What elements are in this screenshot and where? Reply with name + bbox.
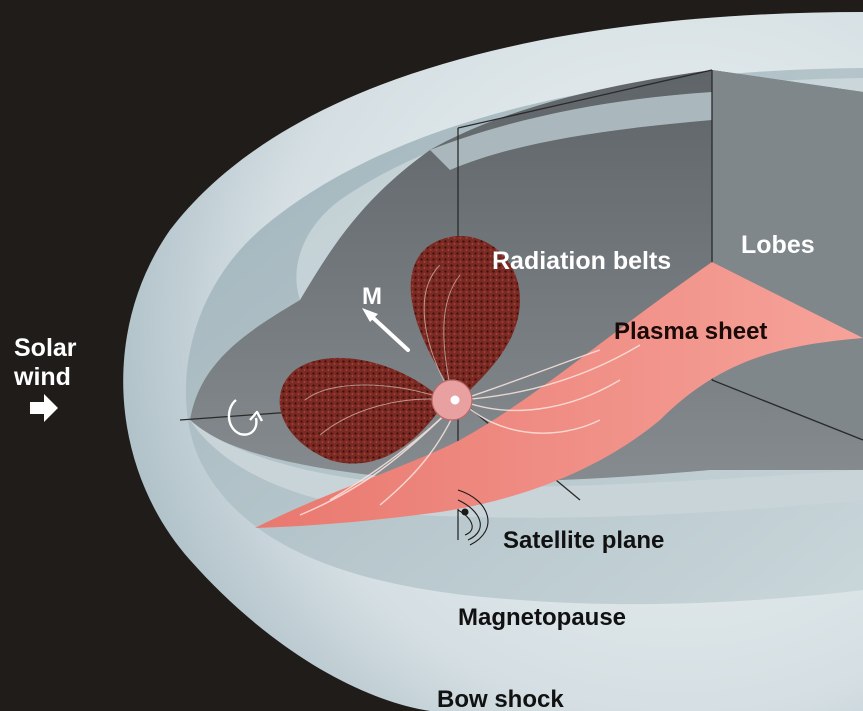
bow-shock-label: Bow shock bbox=[437, 688, 564, 711]
solar-wind-label-line1: Solar bbox=[14, 334, 77, 363]
plasma-sheet-label: Plasma sheet bbox=[614, 320, 767, 344]
moment-axis-label: M bbox=[362, 285, 382, 309]
lobes-label: Lobes bbox=[741, 233, 815, 258]
satellite-plane-label: Satellite plane bbox=[503, 529, 664, 553]
earth-core bbox=[451, 396, 460, 405]
radiation-belts-label: Radiation belts bbox=[492, 249, 671, 274]
solar-wind-label: Solar wind bbox=[14, 334, 77, 392]
magnetopause-label: Magnetopause bbox=[458, 606, 626, 630]
solar-wind-label-line2: wind bbox=[14, 363, 77, 392]
